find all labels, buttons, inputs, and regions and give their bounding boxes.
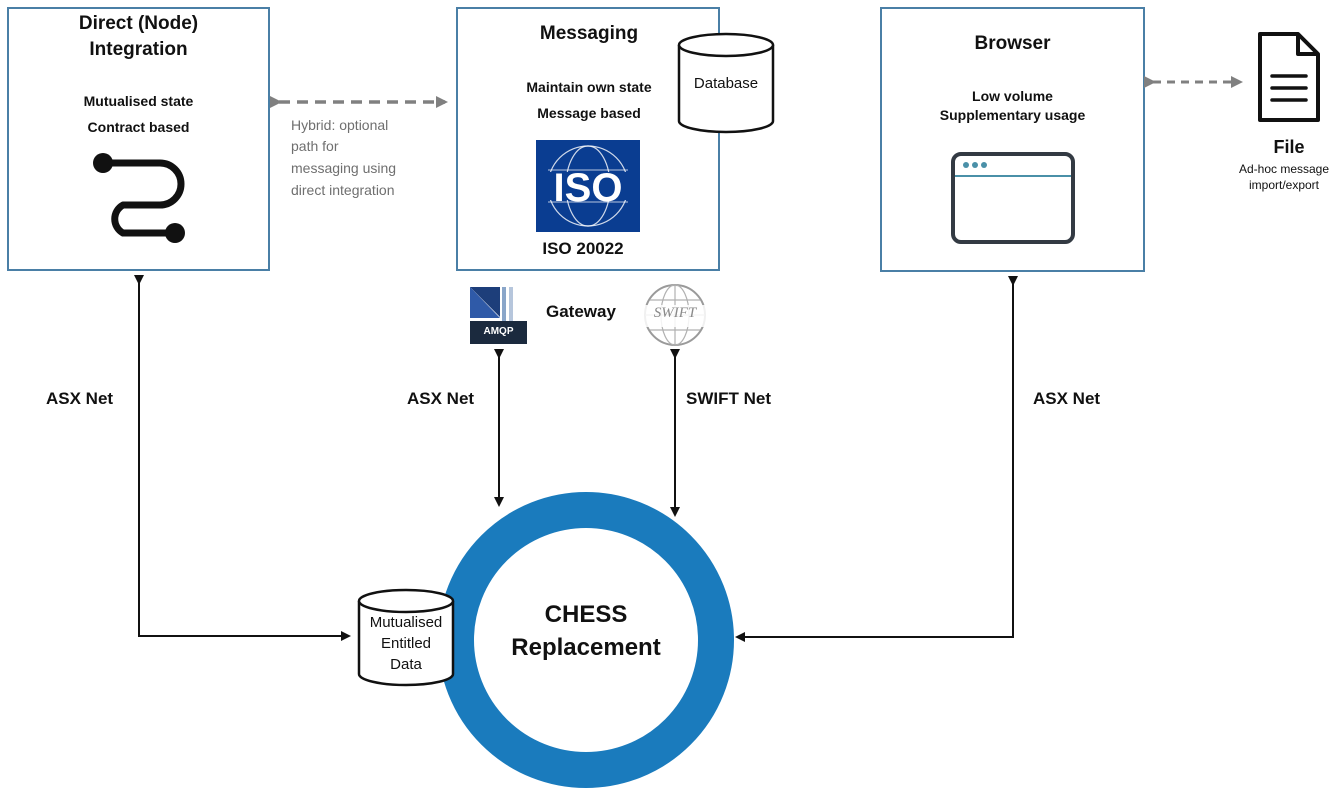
amqp-text: AMQP — [483, 326, 514, 337]
asx-left-connector — [134, 275, 351, 641]
chess-title-line1: CHESS — [544, 601, 628, 628]
iso-logo-text: ISO — [553, 166, 623, 210]
swift-logo — [644, 284, 706, 346]
amqp-logo — [470, 287, 527, 344]
iso-logo — [536, 140, 640, 232]
browser-line1: Low volume — [972, 88, 1053, 104]
route-icon — [93, 153, 185, 243]
direct-title-line2: Integration — [89, 39, 188, 60]
browser-line2: Supplementary usage — [939, 107, 1086, 123]
chess-title-line2: Replacement — [511, 634, 661, 661]
file-line1: Ad-hoc message — [1238, 162, 1330, 176]
database-icon — [677, 32, 775, 134]
iso-caption: ISO 20022 — [542, 239, 624, 258]
chess-replacement-ring — [438, 492, 734, 788]
direct-line1: Mutualised state — [83, 93, 194, 109]
hybrid-note-line3: messaging using — [291, 160, 397, 176]
messaging-line2: Message based — [537, 105, 641, 121]
data-store-line2: Entitled — [380, 635, 432, 652]
browser-window-icon — [951, 152, 1075, 244]
data-store-line1: Mutualised — [369, 614, 443, 631]
gateway-label: Gateway — [546, 302, 616, 321]
file-line2: import/export — [1248, 178, 1320, 192]
data-store-line3: Data — [390, 656, 422, 673]
asx-net-right-label: ASX Net — [1033, 389, 1101, 408]
browser-title: Browser — [974, 33, 1051, 54]
direct-integration-box: Direct (Node) Integration Mutualised sta… — [7, 7, 270, 271]
messaging-line1: Maintain own state — [526, 79, 652, 95]
direct-line2: Contract based — [87, 119, 190, 135]
asx-net-middle-label: ASX Net — [407, 389, 475, 408]
swift-net-label: SWIFT Net — [686, 389, 771, 408]
hybrid-note-line4: direct integration — [291, 182, 395, 198]
hybrid-note-line1: Hybrid: optional — [291, 117, 389, 133]
asx-right-connector — [735, 276, 1018, 642]
mutualised-data-cylinder — [357, 588, 455, 687]
asx-net-left-label: ASX Net — [46, 389, 114, 408]
hybrid-note-line2: path for — [291, 138, 339, 154]
file-icon — [1258, 32, 1320, 122]
direct-title-line1: Direct (Node) — [78, 13, 199, 34]
swift-text: SWIFT — [653, 305, 697, 321]
database-label: Database — [693, 75, 759, 92]
messaging-title: Messaging — [539, 23, 639, 44]
file-title: File — [1273, 137, 1305, 157]
